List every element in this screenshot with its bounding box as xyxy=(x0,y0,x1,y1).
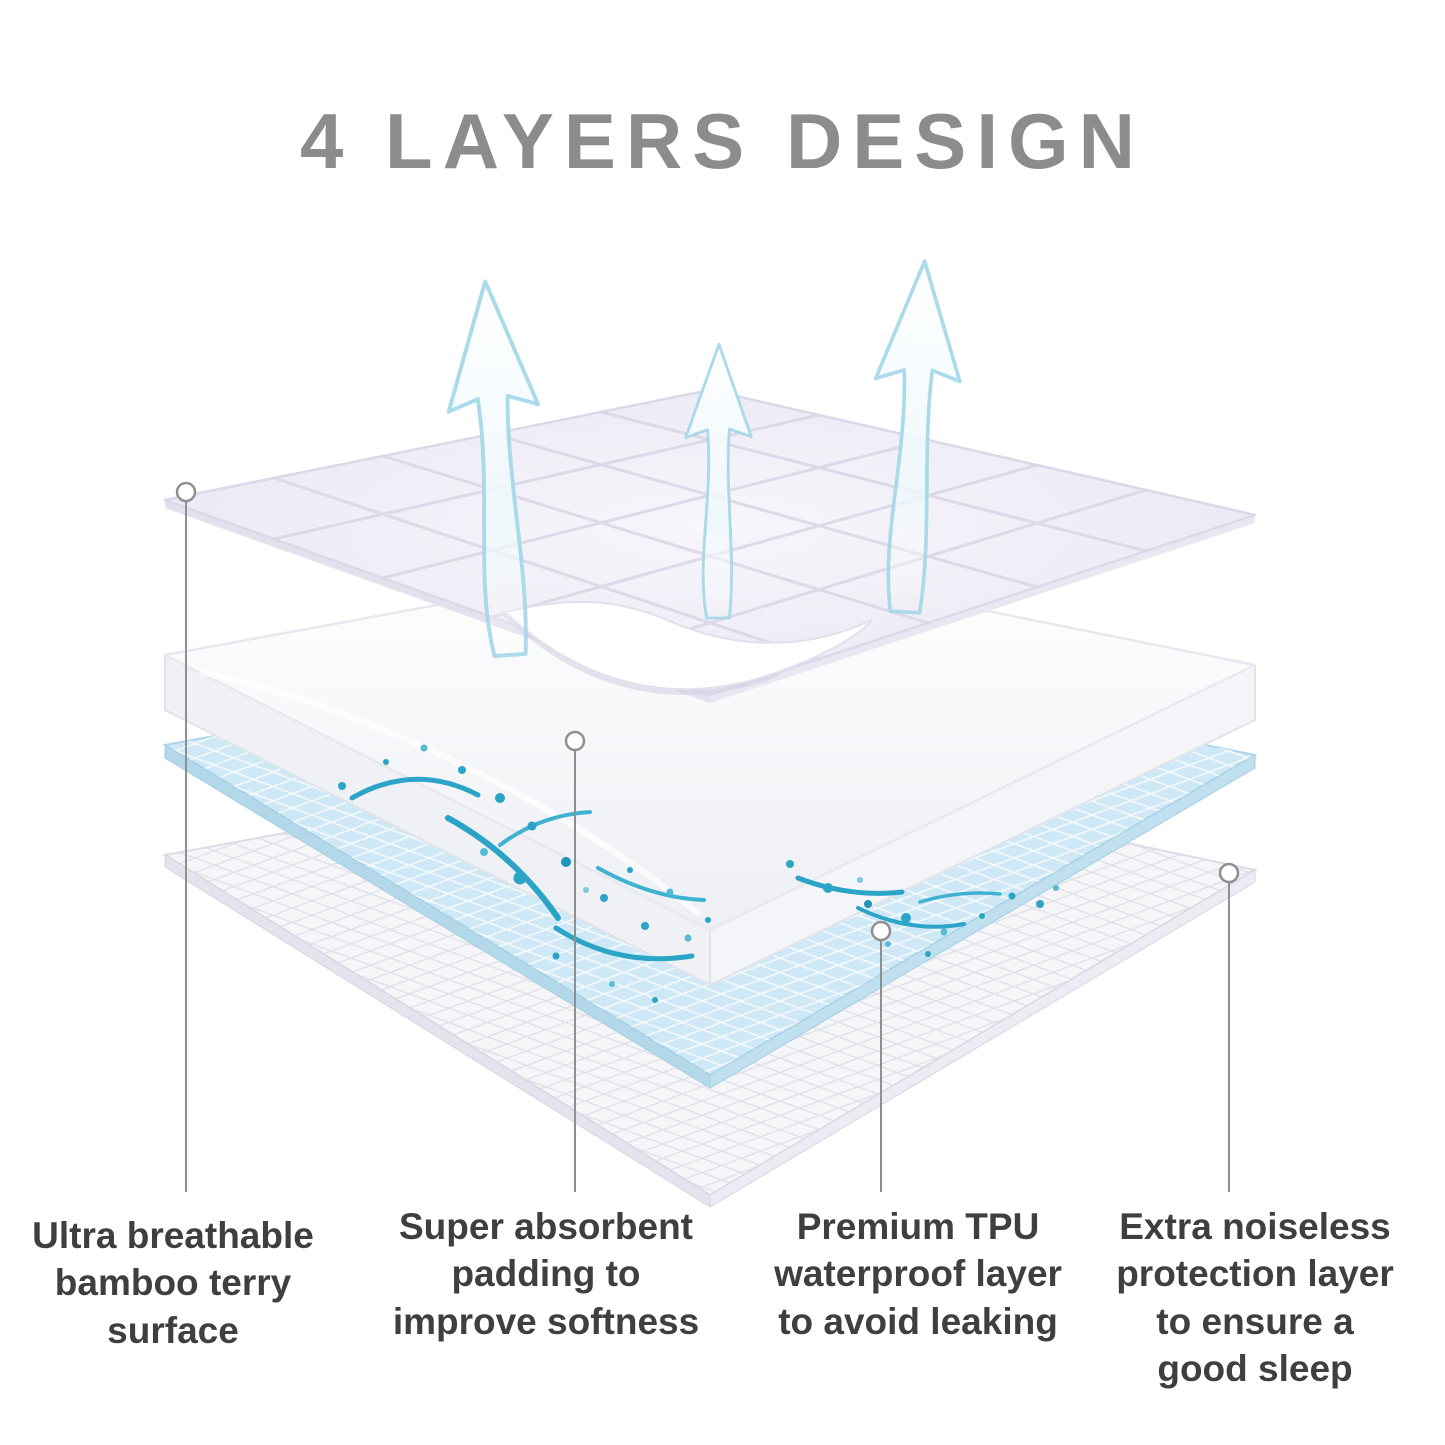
callouts xyxy=(175,481,1240,1192)
layer-label-absorbent-padding: Super absorbent padding to improve softn… xyxy=(392,1206,700,1342)
diagram-title: 4 LAYERS DESIGN xyxy=(300,97,1145,185)
layer-2-absorbent-padding xyxy=(163,553,1257,986)
callout-line-1 xyxy=(175,481,197,1192)
water-splash xyxy=(338,744,1059,1003)
layer-label-bamboo-surface: Ultra breathable bamboo terry surface xyxy=(32,1215,314,1351)
layer-label-tpu-waterproof: Premium TPU waterproof layer to avoid le… xyxy=(774,1206,1062,1342)
quilt-pattern xyxy=(272,410,1148,661)
peeled-corner xyxy=(502,600,873,695)
callout-line-3 xyxy=(870,920,892,1192)
callout-line-4 xyxy=(1218,862,1240,1192)
water-splash-left xyxy=(338,744,711,1003)
layer-label-noiseless-protection: Extra noiseless protection layer to ensu… xyxy=(1116,1206,1394,1390)
water-splash-right xyxy=(786,860,1059,957)
callout-line-2 xyxy=(564,730,586,1192)
